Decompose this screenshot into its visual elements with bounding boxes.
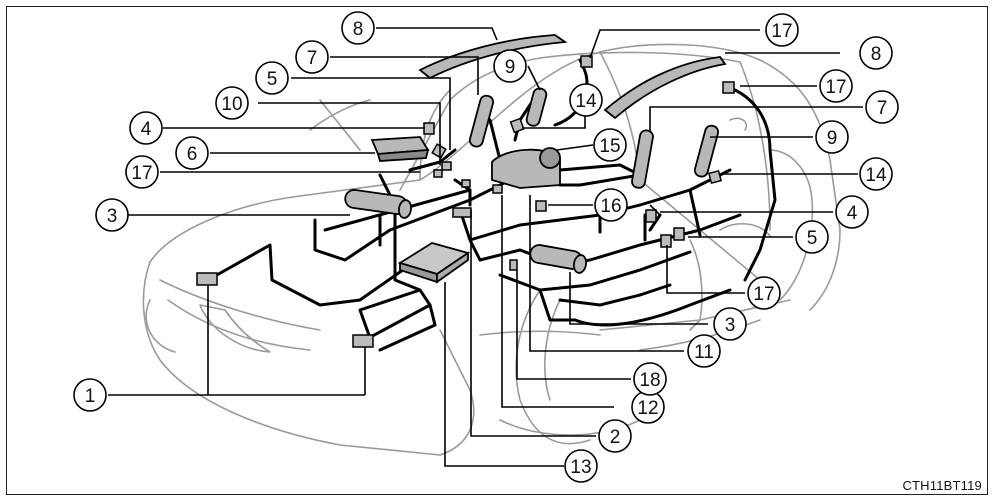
curtain-airbags <box>418 34 727 120</box>
callout-circle <box>747 276 781 310</box>
callout-circle <box>175 136 209 170</box>
callout-c16: 16 <box>594 188 628 222</box>
callout-circle <box>255 61 289 95</box>
callout-number: 17 <box>825 77 846 98</box>
callout-c11: 11 <box>687 334 721 368</box>
callout-number: 8 <box>871 44 882 65</box>
callout-c14a: 14 <box>569 83 603 117</box>
callout-circle <box>493 49 527 83</box>
callout-c5a: 5 <box>255 61 289 95</box>
callout-circle <box>295 40 329 74</box>
callout-number: 9 <box>505 57 516 78</box>
callout-c5b: 5 <box>795 220 829 254</box>
callout-number: 4 <box>847 203 858 224</box>
callout-circle <box>859 36 893 70</box>
callout-circle <box>865 90 899 124</box>
callout-c9b: 9 <box>815 120 849 154</box>
callout-circle <box>594 188 628 222</box>
knee-airbags <box>344 189 588 274</box>
callout-circle <box>765 13 799 47</box>
callout-number: 4 <box>141 119 152 140</box>
callout-c9a: 9 <box>493 49 527 83</box>
steering-wheel-airbag <box>491 147 561 189</box>
callout-c4b: 4 <box>835 195 869 229</box>
callout-markers: 1233445567788991011121314141516171717171… <box>73 11 899 483</box>
callout-circle <box>795 220 829 254</box>
callout-c15: 15 <box>593 128 627 162</box>
airbag-ecu <box>397 242 471 284</box>
callout-number: 7 <box>877 98 888 119</box>
callout-circle <box>598 419 632 453</box>
callout-circle <box>95 198 129 232</box>
callout-circle <box>569 83 603 117</box>
callout-number: 1 <box>85 386 96 407</box>
callout-circle <box>341 11 375 45</box>
diagram-frame <box>6 6 988 495</box>
callout-c6: 6 <box>175 136 209 170</box>
callout-circle <box>687 334 721 368</box>
callout-c10: 10 <box>215 86 249 120</box>
callout-circle <box>815 120 849 154</box>
callout-number: 11 <box>694 342 714 363</box>
callout-circle <box>125 155 159 189</box>
callout-c7b: 7 <box>865 90 899 124</box>
callout-c1: 1 <box>73 378 107 412</box>
callout-circle <box>835 195 869 229</box>
callout-c12: 12 <box>631 390 665 424</box>
callout-circle <box>819 69 853 103</box>
callout-number: 18 <box>639 370 660 391</box>
callout-c17b: 17 <box>819 69 853 103</box>
callout-number: 5 <box>807 228 818 249</box>
callout-c3a: 3 <box>95 198 129 232</box>
leader-lines <box>108 27 863 467</box>
callout-circle <box>215 86 249 120</box>
callout-number: 10 <box>221 94 242 115</box>
callout-number: 9 <box>827 128 838 149</box>
callout-number: 12 <box>637 398 658 419</box>
callout-circle <box>129 111 163 145</box>
callout-c18: 18 <box>633 362 667 396</box>
callout-number: 17 <box>771 21 792 42</box>
callout-c13: 13 <box>564 449 598 483</box>
callout-c2: 2 <box>598 419 632 453</box>
callout-number: 14 <box>865 165 887 186</box>
callout-number: 5 <box>267 69 278 90</box>
callout-c14b: 14 <box>859 157 893 191</box>
callout-circle <box>859 157 893 191</box>
sensor-connectors <box>196 55 735 348</box>
callout-c17d: 17 <box>747 276 781 310</box>
callout-number: 14 <box>575 91 597 112</box>
callout-circle <box>633 362 667 396</box>
callout-c7a: 7 <box>295 40 329 74</box>
wire-harness <box>206 58 777 352</box>
figure-code: CTH11BT119 <box>902 478 982 493</box>
callout-c8b: 8 <box>859 36 893 70</box>
callout-circle <box>564 449 598 483</box>
callout-number: 8 <box>353 19 364 40</box>
callout-c8a: 8 <box>341 11 375 45</box>
callout-circle <box>73 378 107 412</box>
side-airbag-modules <box>468 87 720 189</box>
callout-number: 13 <box>570 457 591 478</box>
callout-c3b: 3 <box>713 307 747 341</box>
callout-number: 2 <box>610 427 621 448</box>
callout-c17a: 17 <box>765 13 799 47</box>
callout-number: 7 <box>307 48 318 69</box>
callout-number: 17 <box>131 163 152 184</box>
callout-number: 6 <box>187 144 198 165</box>
callout-c4a: 4 <box>129 111 163 145</box>
callout-c17c: 17 <box>125 155 159 189</box>
passenger-airbag <box>370 136 430 162</box>
callout-number: 15 <box>599 136 620 157</box>
callout-circle <box>593 128 627 162</box>
callout-circle <box>713 307 747 341</box>
callout-number: 3 <box>107 206 118 227</box>
callout-number: 16 <box>600 196 621 217</box>
callout-number: 17 <box>753 284 774 305</box>
callout-number: 3 <box>725 315 736 336</box>
